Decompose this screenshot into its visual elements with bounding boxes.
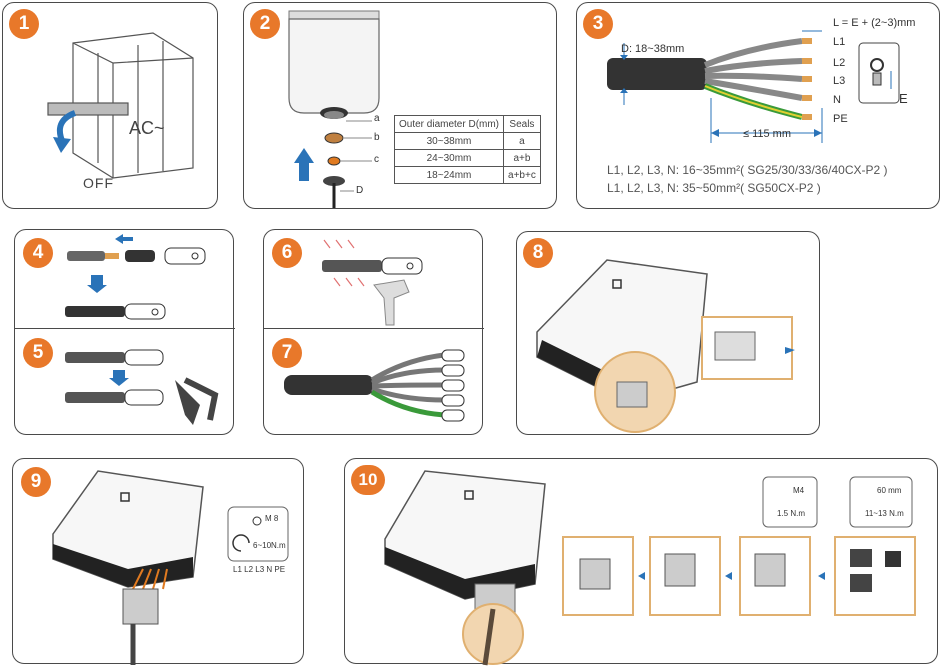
cable-gland-illustration (288, 10, 380, 208)
table-header: Seals (503, 115, 541, 133)
torque-label: 6~10N.m (253, 541, 286, 550)
screw-size-label: M4 (793, 486, 805, 495)
wire-label-l3: L3 (833, 75, 846, 87)
seal-selection-table: Outer diameter D(mm) Seals 30~38mm a 24~… (393, 115, 541, 184)
seal-label-b: b (374, 132, 380, 143)
inverter-cover-illustration (536, 259, 795, 433)
torque-label: 1.5 N.m (777, 509, 806, 518)
step-10-panel: 10 M4 1.5 N.m 60 mm 11~13 N.m (344, 458, 938, 666)
step-6-7-panel: 6 7 (263, 229, 484, 435)
terminal-order-label: L1 L2 L3 N PE (233, 565, 286, 574)
table-row: 18~24mm a+b+c (393, 166, 541, 184)
step-3-panel: 3 D: 18~38mm L = E + (2~3)mm L1 L2 L3 N … (576, 2, 940, 209)
screw-size-label: M 8 (265, 514, 279, 523)
table-cell: a+b+c (503, 166, 541, 184)
wire-label-n: N (833, 94, 841, 106)
table-cell: 24~30mm (393, 149, 505, 167)
terminal-connection-illustration (52, 470, 289, 665)
strip-length-label: ≤ 115 mm (743, 128, 792, 140)
table-header: Outer diameter D(mm) (393, 115, 505, 133)
length-formula: L = E + (2~3)mm (833, 17, 916, 29)
wrench-size-label: 60 mm (877, 486, 902, 495)
spec-line-2: L1, L2, L3, N: 35~50mm²( SG50CX-P2 ) (607, 181, 821, 195)
crimping-illustration (65, 234, 219, 425)
panel-divider (264, 328, 484, 329)
step-badge: 9 (21, 467, 51, 497)
terminal-cover-assembly-illustration (384, 470, 916, 666)
panel-divider (15, 328, 235, 329)
step-badge: 10 (351, 465, 385, 495)
table-cell: a (503, 132, 541, 150)
seal-label-a: a (374, 113, 380, 124)
diameter-label: D (356, 185, 364, 196)
step-4-5-panel: 4 5 (14, 229, 235, 435)
step-badge: 2 (250, 9, 280, 39)
off-label: OFF (83, 175, 114, 191)
table-row: 24~30mm a+b (393, 149, 541, 167)
torque-label: 11~13 N.m (865, 509, 904, 518)
step-8-panel: 8 (516, 231, 820, 435)
step-9-panel: 9 M 8 6~10N.m L1 L2 L3 N PE (12, 458, 304, 665)
step-badge: 6 (272, 238, 302, 268)
step-badge: 4 (23, 238, 53, 268)
spec-line-1: L1, L2, L3, N: 16~35mm²( SG25/30/33/36/4… (607, 163, 888, 177)
wire-label-l2: L2 (833, 57, 846, 69)
wire-label-pe: PE (833, 113, 848, 125)
table-row: 30~38mm a (393, 132, 541, 150)
heat-shrink-illustration (284, 239, 465, 422)
table-cell: 30~38mm (393, 132, 505, 150)
step-badge: 3 (583, 9, 613, 39)
step-badge: 8 (523, 238, 553, 268)
ac-label: AC~ (129, 118, 165, 138)
table-cell: a+b (503, 149, 541, 167)
step-2-panel: 2 a b c D Outer diameter D(mm) Seals 30~… (243, 2, 557, 209)
step-1-panel: 1 AC~ OFF (2, 2, 218, 209)
step-badge: 1 (9, 9, 39, 39)
e-label: E (899, 91, 908, 106)
table-header-row: Outer diameter D(mm) Seals (393, 115, 541, 133)
step-badge: 5 (23, 338, 53, 368)
seal-label-c: c (374, 154, 379, 165)
ac-breaker-illustration (47, 32, 194, 179)
table-cell: 18~24mm (393, 166, 505, 184)
wire-label-l1: L1 (833, 36, 846, 48)
cable-stripping-illustration (607, 30, 900, 143)
step-badge: 7 (272, 338, 302, 368)
diameter-label: D: 18~38mm (621, 43, 685, 55)
